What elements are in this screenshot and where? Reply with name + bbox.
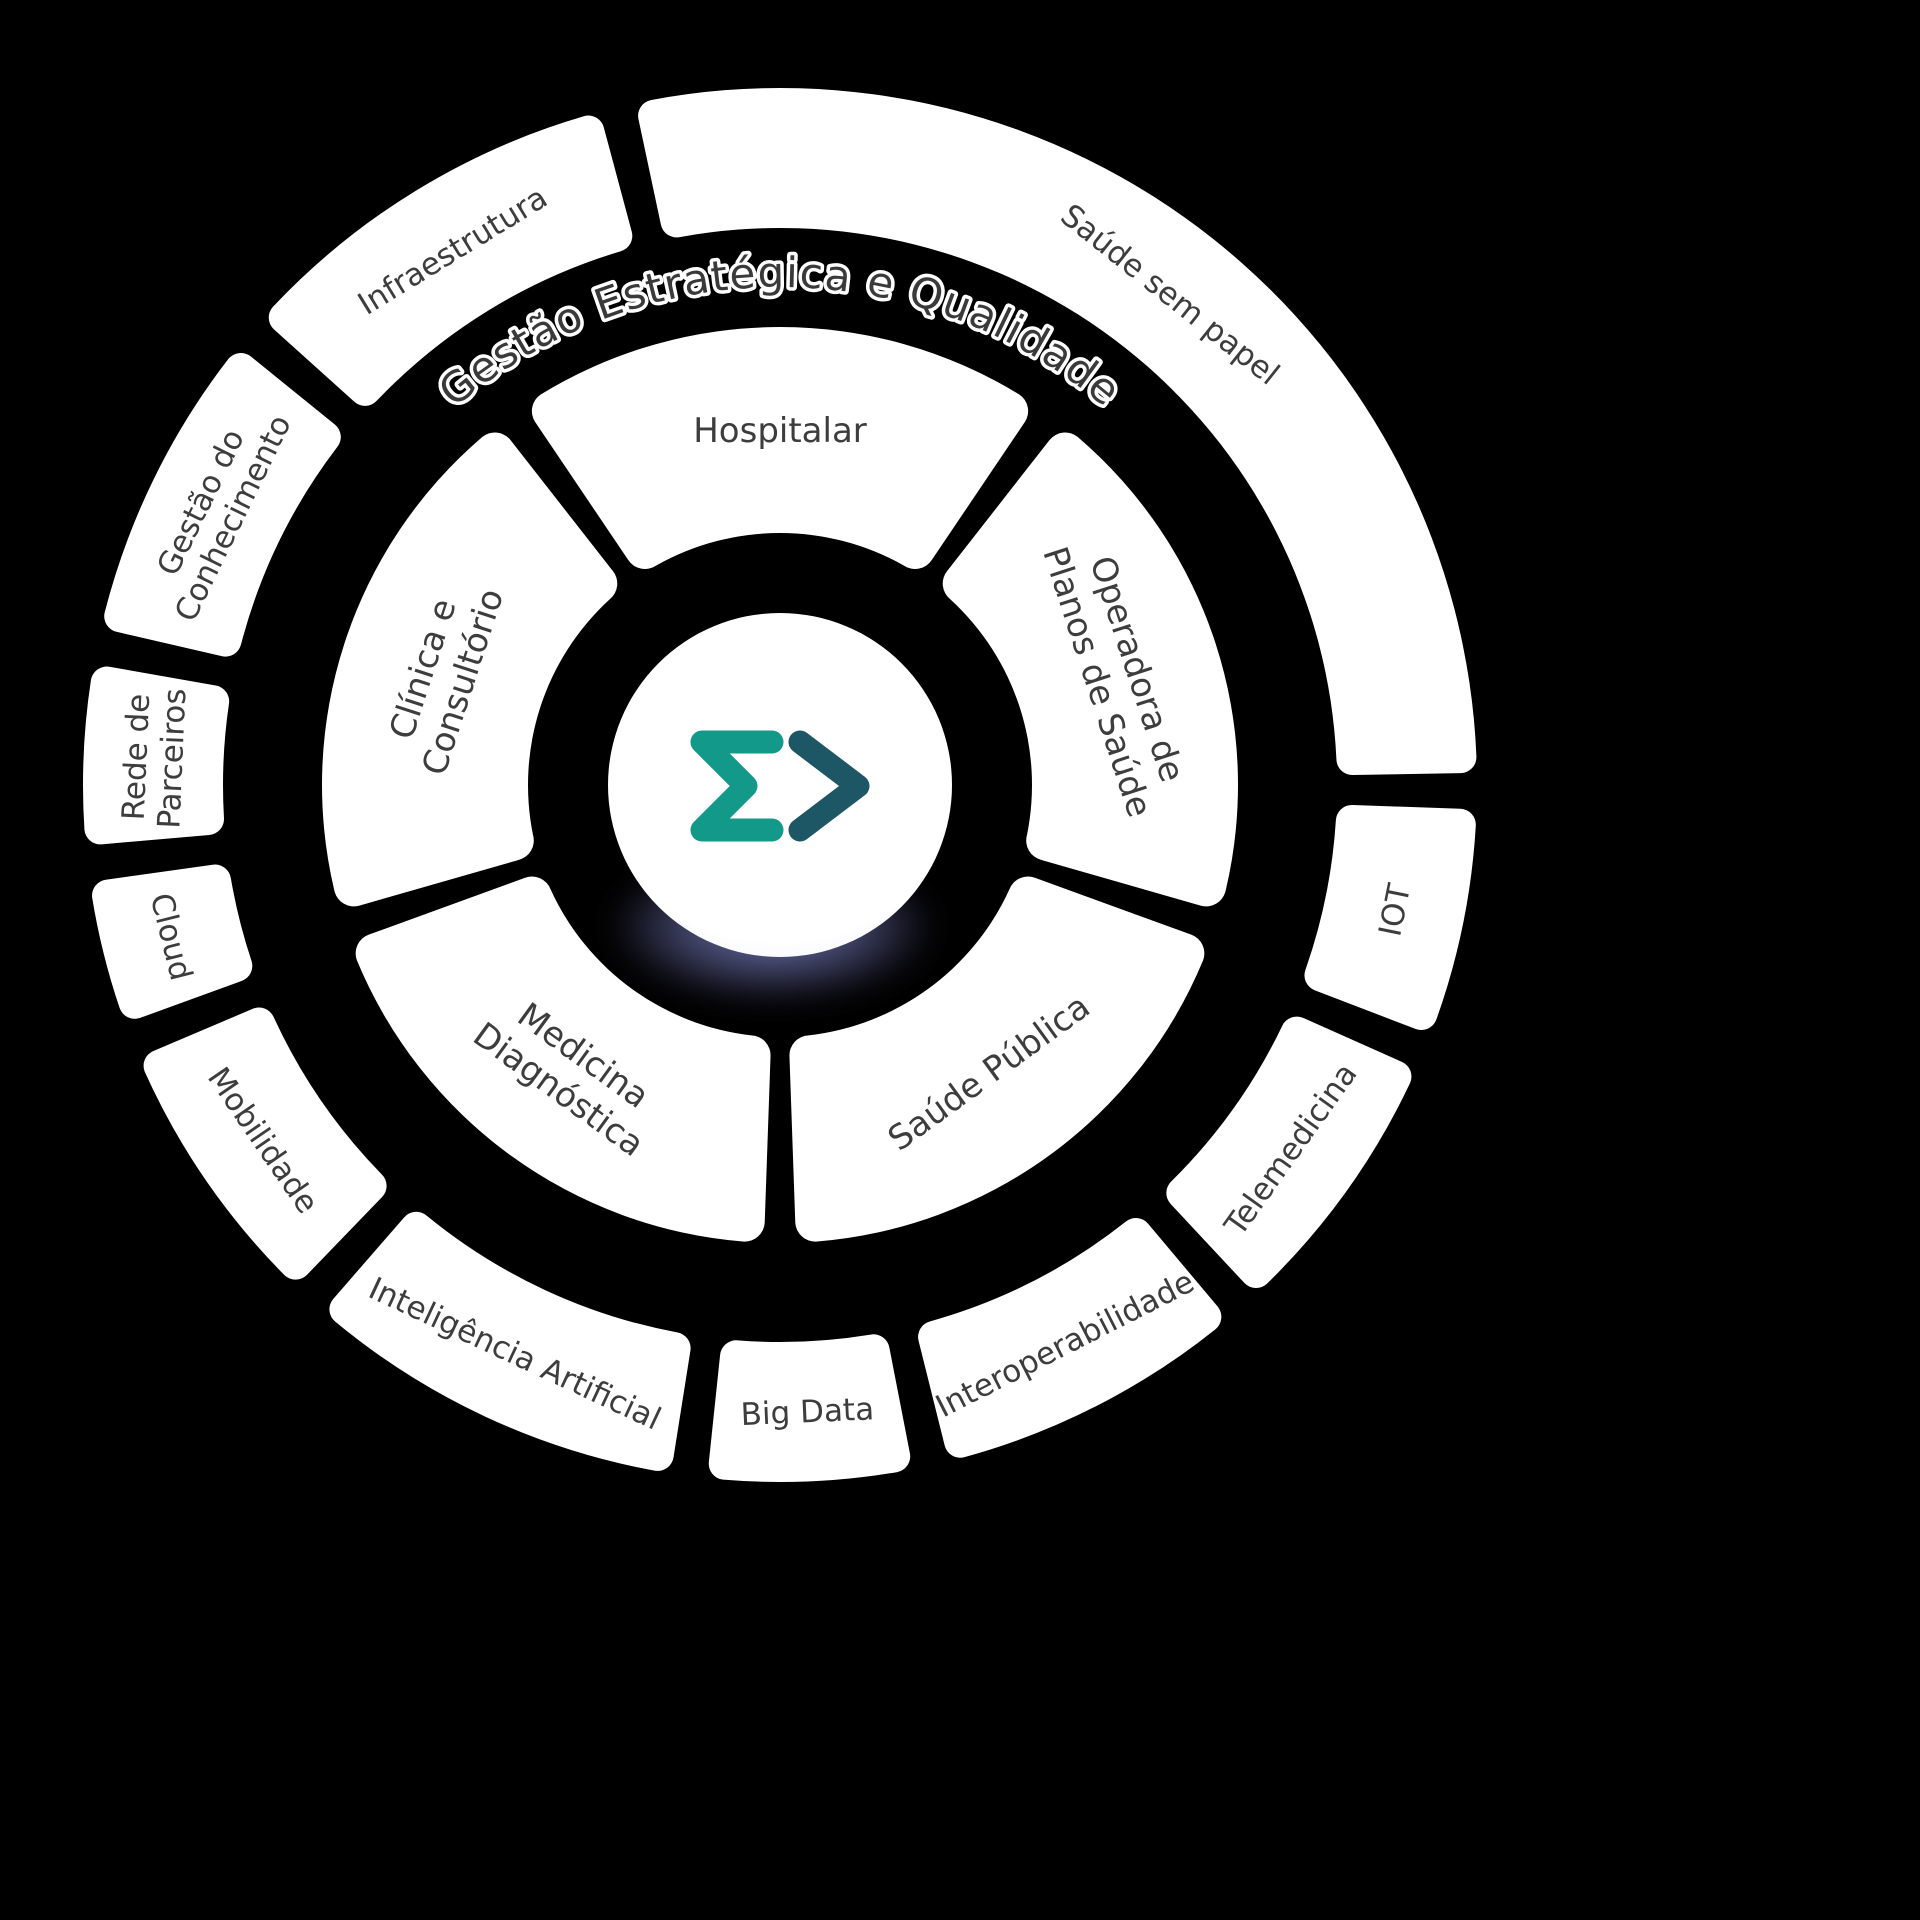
- outer-segment-telemedicina: Telemedicina: [1166, 1016, 1412, 1289]
- outer-segment-cloud: Cloud: [92, 864, 253, 1019]
- outer-segment-gestao-conhecimento: Gestão doConhecimento: [104, 352, 341, 657]
- segment-shape: [268, 115, 633, 406]
- segment-shape: [942, 432, 1239, 907]
- segment-shape: [329, 1211, 691, 1471]
- segment-shape: [355, 876, 771, 1242]
- center-logo-circle: [608, 613, 952, 957]
- segment-shape: [321, 432, 618, 907]
- segment-shape: [918, 1218, 1222, 1458]
- inner-segment-saude-publica: Saúde Pública: [789, 876, 1205, 1242]
- outer-segment-big-data: Big Data: [708, 1334, 911, 1483]
- segment-shape: [638, 87, 1477, 776]
- segment-shape: [92, 864, 253, 1019]
- segment-label: Big Data: [740, 1391, 875, 1433]
- outer-segment-rede-parceiros: Rede deParceiros: [82, 666, 230, 845]
- segment-shape: [1166, 1016, 1412, 1289]
- outer-segment-iot: IOT: [1304, 804, 1476, 1031]
- segment-label: Hospitalar: [693, 411, 867, 451]
- outer-segment-mobilidade: Mobilidade: [143, 1007, 387, 1280]
- inner-segment-hospitalar: Hospitalar: [531, 326, 1029, 569]
- logo-chevron-icon: [788, 730, 870, 842]
- segment-label: Rede deParceiros: [115, 686, 193, 829]
- segment-shape: [531, 326, 1029, 569]
- inner-segment-clinica-consultorio: Clínica eConsultório: [321, 432, 618, 907]
- outer-segment-inteligencia-artificial: Inteligência Artificial: [329, 1211, 691, 1471]
- segment-shape: [789, 876, 1205, 1242]
- center-logo: [690, 730, 870, 842]
- segment-shape: [1304, 804, 1476, 1031]
- logo-sigma-icon: [690, 730, 784, 842]
- inner-segment-medicina-diagnostica: MedicinaDiagnóstica: [355, 876, 771, 1242]
- inner-segment-operadora-planos-saude: Operadora dePlanos de Saúde: [942, 432, 1239, 907]
- outer-segment-interoperabilidade: Interoperabilidade: [918, 1218, 1222, 1458]
- segment-shape: [104, 352, 341, 657]
- segment-shape: [82, 666, 230, 845]
- segment-shape: [143, 1007, 387, 1280]
- segment-shape: [708, 1334, 911, 1483]
